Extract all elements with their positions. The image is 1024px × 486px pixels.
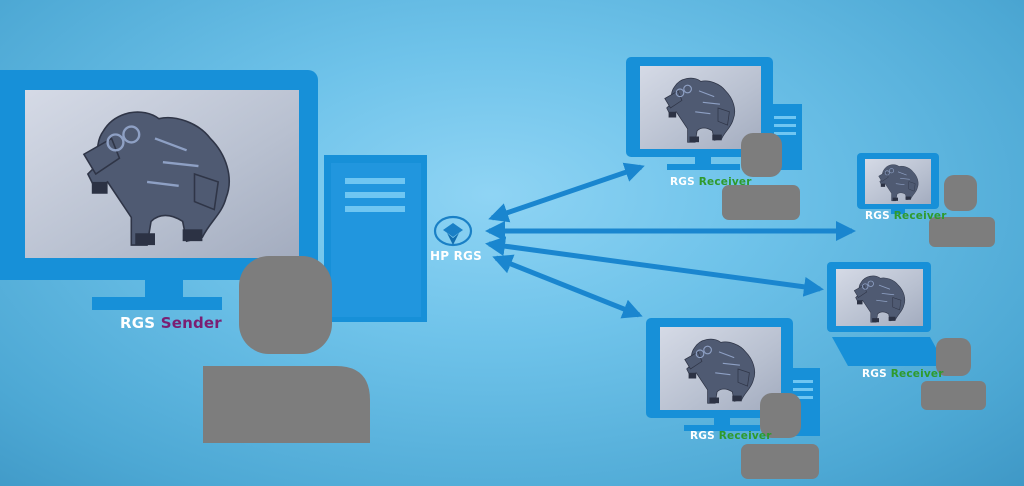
- receiver-3-label-role: Receiver: [890, 368, 944, 380]
- arrow-to-receiver-3: [485, 236, 824, 297]
- receiver-4-workstation: [646, 318, 820, 479]
- connection-arrows: [485, 162, 856, 319]
- receiver-4-label: RGS Receiver: [690, 430, 772, 442]
- sender-label-prefix: RGS: [120, 314, 156, 332]
- receiver-2-label: RGS Receiver: [865, 210, 947, 222]
- receiver-1-workstation: [626, 57, 802, 220]
- sender-label-role: Sender: [160, 314, 222, 332]
- receiver-3-laptop: [827, 262, 986, 410]
- receiver-1-label-prefix: RGS: [670, 176, 695, 188]
- hp-rgs-logo-icon: [433, 215, 473, 247]
- receiver-1-label-role: Receiver: [698, 176, 752, 188]
- receiver-2-workstation: [857, 153, 995, 247]
- receiver-3-label: RGS Receiver: [862, 368, 944, 380]
- sender-workstation: [0, 70, 427, 443]
- arrow-to-receiver-4: [492, 254, 643, 319]
- receiver-4-label-role: Receiver: [718, 430, 772, 442]
- sender-person-body: [203, 366, 370, 443]
- receiver-3-label-prefix: RGS: [862, 368, 887, 380]
- receiver-2-label-role: Receiver: [893, 210, 947, 222]
- hub-label: HP RGS: [430, 249, 482, 263]
- sender-label: RGS Sender: [120, 314, 222, 332]
- receiver-2-label-prefix: RGS: [865, 210, 890, 222]
- sender-person-head: [239, 256, 332, 354]
- arrow-to-receiver-1: [488, 162, 645, 223]
- sender-monitor-stand: [92, 297, 222, 310]
- receiver-4-label-prefix: RGS: [690, 430, 715, 442]
- receiver-1-label: RGS Receiver: [670, 176, 752, 188]
